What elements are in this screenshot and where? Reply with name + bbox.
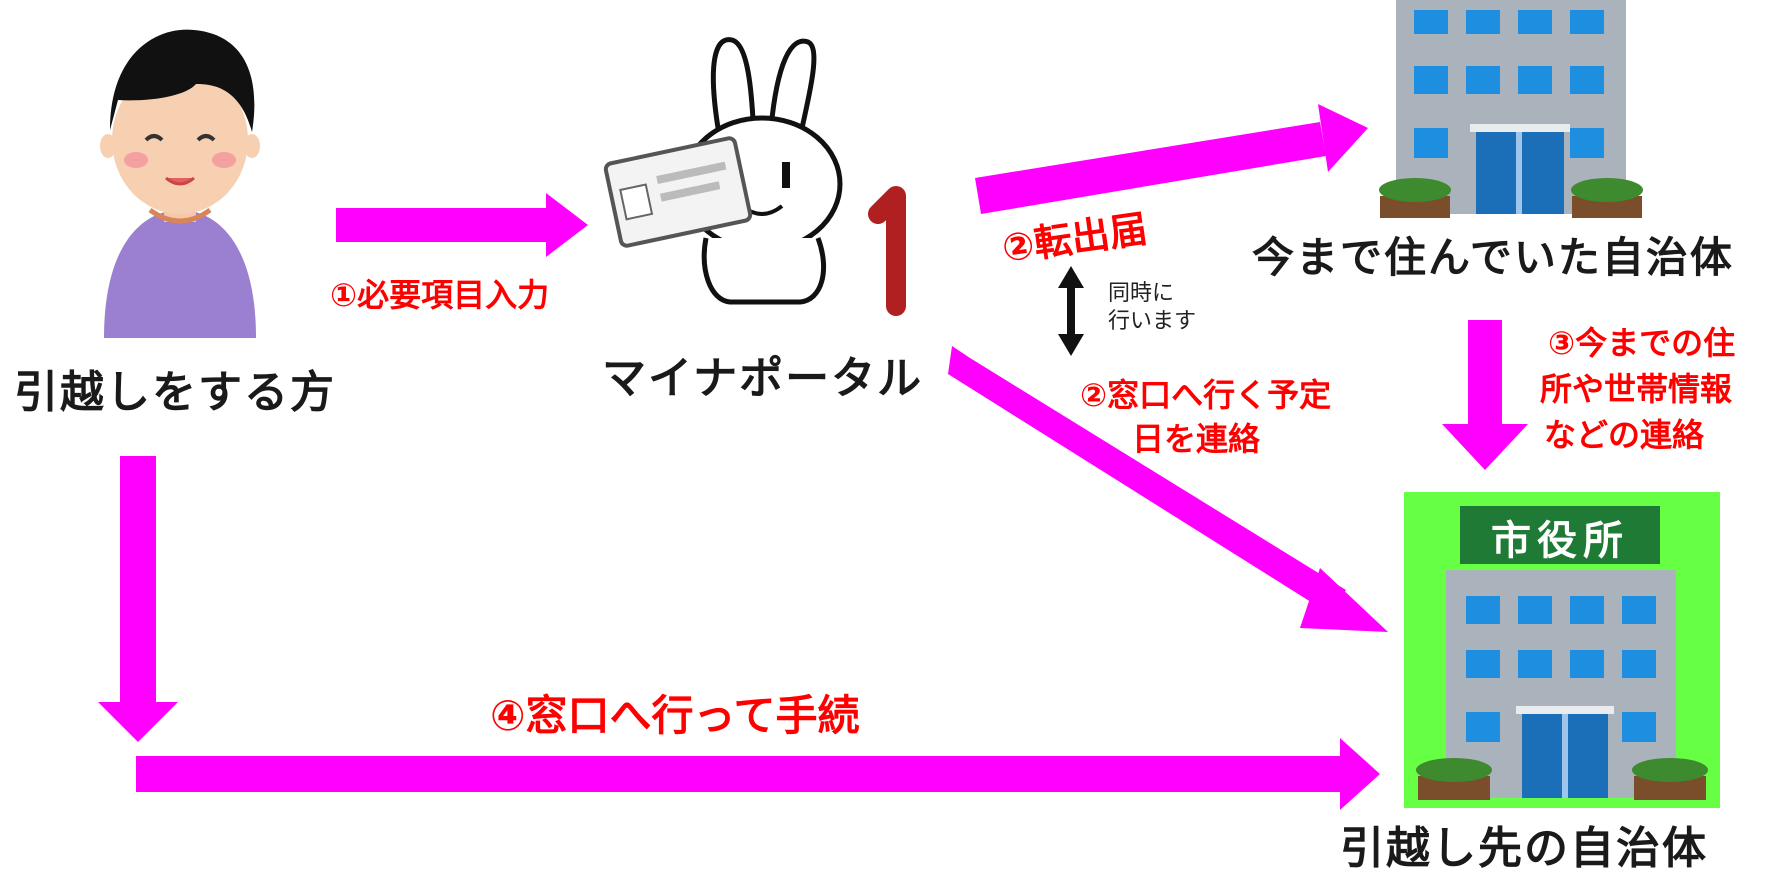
arrow-step4 [98,456,1380,810]
mover-label: 引越しをする方 [14,367,336,418]
myna-portal-label: マイナポータル [602,353,924,404]
arrow-step3 [1442,320,1528,470]
step3-label-line3: などの連絡 [1544,416,1705,454]
step3-label-line1: ③今までの住 [1548,324,1736,362]
step4-label: ④窓口へ行って手続 [490,691,860,740]
arrow-step2-visit [948,346,1388,632]
arrow-step2-transfer [975,104,1368,214]
step2-visit-label-line2: 日を連絡 [1132,420,1261,458]
step3-label-line2: 所や世帯情報 [1540,370,1733,408]
simultaneous-double-arrow [1058,266,1084,356]
simultaneous-note-line2: 行います [1108,309,1197,334]
step1-label: ①必要項目入力 [330,276,550,314]
old-municipality-building [1379,0,1643,218]
arrow-step1 [336,193,588,257]
city-hall-sign: 市役所 [1491,518,1629,564]
id-card-icon [603,136,753,248]
old-municipality-label: 今まで住んでいた自治体 [1252,233,1734,282]
step2-visit-label-line1: ②窓口へ行く予定 [1080,376,1332,414]
new-municipality-label: 引越し先の自治体 [1340,823,1708,874]
simultaneous-note-line1: 同時に [1108,281,1175,306]
